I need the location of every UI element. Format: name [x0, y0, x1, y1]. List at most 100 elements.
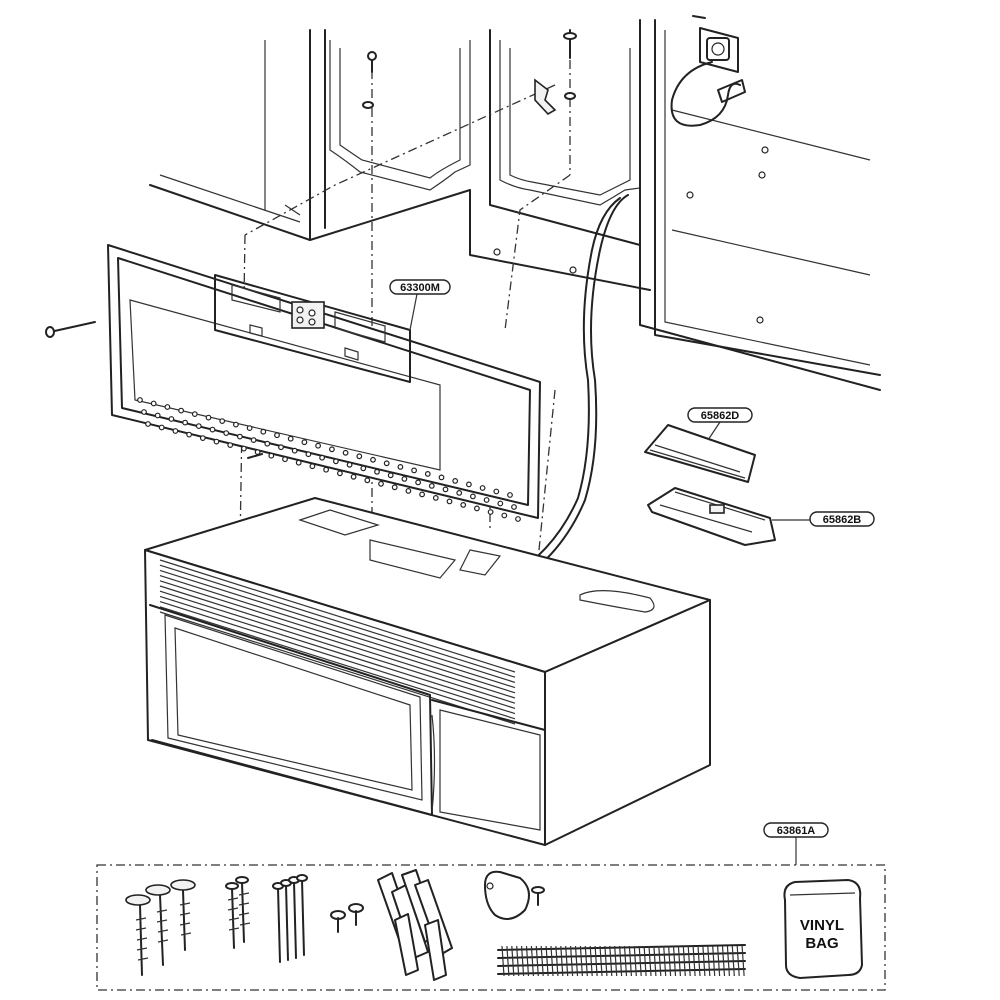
plate-hole [154, 412, 161, 419]
plate-hole [319, 454, 326, 461]
rod-thread [516, 945, 520, 977]
plate-hole [186, 431, 193, 438]
rod-thread [511, 945, 515, 977]
plate-hole [432, 495, 439, 501]
plate-hole [182, 419, 189, 426]
plate-hole [236, 433, 243, 440]
rod-thread [584, 945, 588, 977]
vent-line [159, 606, 516, 720]
cabinet-screws [362, 29, 577, 116]
plate-hole [483, 497, 490, 503]
plate-hole [391, 484, 398, 491]
plate-hole [199, 435, 206, 442]
plate-hole [370, 456, 376, 463]
rod-thread [589, 945, 593, 977]
vent-line [159, 590, 516, 704]
toggle-bolt-icon [377, 869, 453, 981]
plate-hole [374, 468, 380, 475]
plate-hole [428, 483, 435, 489]
rod-thread [570, 945, 574, 977]
cord-clamp-icon [484, 870, 545, 920]
rod-thread [717, 945, 721, 977]
rod-thread [619, 945, 623, 977]
plate-hole [141, 409, 147, 415]
plate-hole [497, 500, 504, 507]
vent-line [159, 564, 516, 678]
plate-hole [460, 502, 467, 508]
plate-hole [219, 418, 226, 425]
wood-screw-icon [225, 876, 251, 949]
plate-hole [466, 481, 472, 488]
power-cord [504, 194, 629, 591]
callout-damper-base: 65862B [772, 511, 875, 527]
upper-cabinets [149, 15, 881, 391]
damper-cover-part [644, 424, 756, 483]
rod-thread [628, 945, 632, 977]
plate-hole [383, 460, 390, 467]
plate-hole [333, 458, 339, 465]
plate-hole [387, 472, 394, 479]
plate-hole [446, 498, 453, 505]
plate-hole [346, 461, 353, 468]
rod-thread [663, 945, 667, 977]
plate-hole [438, 474, 445, 481]
plate-hole [250, 437, 257, 444]
plate-hole [191, 411, 198, 418]
plate-hole [264, 440, 271, 447]
plate-hole [452, 478, 459, 484]
damper-base-part [647, 487, 776, 546]
rod-thread [633, 945, 637, 977]
plate-hole [164, 404, 171, 410]
rod-thread [741, 945, 745, 977]
rod-thread [599, 945, 603, 977]
plate-hole [487, 509, 494, 515]
rod-thread [638, 945, 642, 977]
rod-thread [721, 945, 726, 977]
rod-thread [653, 945, 657, 977]
plate-hole [378, 480, 384, 487]
plate-hole [470, 493, 476, 500]
rod-thread [648, 945, 652, 977]
rod-thread [560, 945, 564, 977]
plate-hole [309, 463, 316, 470]
plate-hole [315, 442, 322, 449]
plate-hole [291, 447, 298, 454]
hardware-kit: VINYL BAG [125, 869, 863, 981]
plate-hole [150, 400, 157, 407]
plate-hole [337, 470, 343, 477]
rod-thread [682, 945, 686, 977]
plate-hole [515, 516, 521, 522]
plate-hole [246, 425, 253, 432]
washer-screw-icon [125, 879, 196, 976]
rod-thread [697, 945, 701, 977]
rod-thread [609, 945, 613, 977]
plate-hole [405, 488, 412, 494]
callout-65862D: 65862D [701, 410, 740, 422]
plate-hole [268, 452, 275, 459]
vent-line [159, 585, 516, 699]
rod-thread [707, 945, 711, 977]
plate-hole [350, 473, 357, 480]
rod-thread [555, 945, 559, 977]
rod-thread [594, 945, 598, 977]
long-bolt-icon [272, 874, 308, 963]
rod-thread [525, 945, 530, 977]
plate-hole [274, 432, 280, 439]
rod-thread [726, 945, 730, 977]
rod-thread [540, 945, 544, 977]
callout-65862B: 65862B [823, 514, 862, 526]
callout-63861A: 63861A [777, 825, 816, 837]
power-cord-inner [499, 197, 621, 584]
plate-hole [260, 428, 267, 435]
rod-thread [702, 945, 706, 977]
rod-thread [712, 945, 716, 977]
vent-line [159, 569, 516, 683]
plate-hole [397, 464, 404, 470]
rod-thread [677, 945, 681, 977]
plate-hole [360, 465, 367, 472]
callout-63300M: 63300M [400, 282, 440, 294]
rod-thread [535, 945, 539, 977]
rod-thread [501, 945, 505, 977]
plate-hole [205, 414, 212, 421]
bag-label-line2: BAG [805, 935, 838, 952]
